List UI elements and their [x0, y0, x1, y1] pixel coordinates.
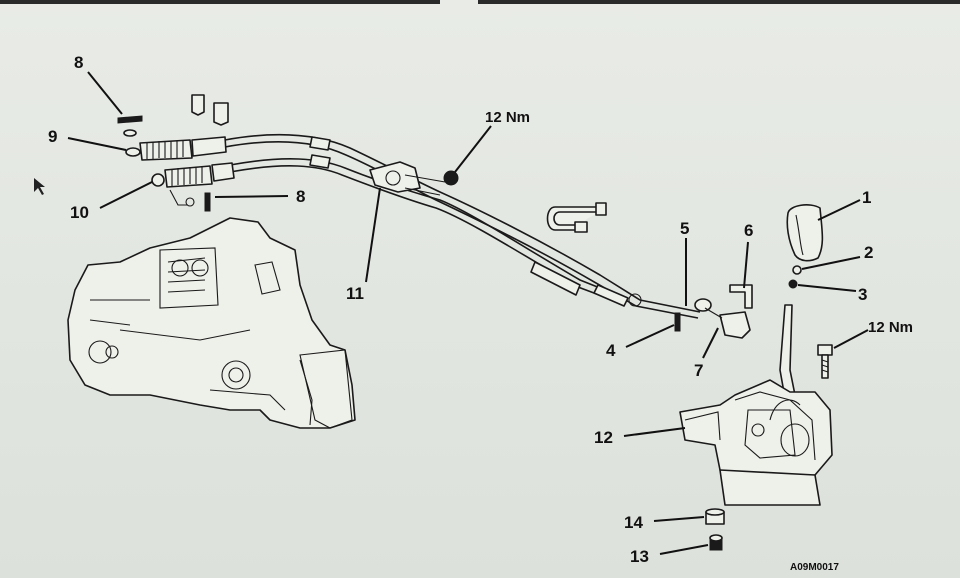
- pin-4: [674, 312, 681, 332]
- label-8-top: 8: [74, 53, 83, 72]
- top-border-right: [478, 0, 960, 4]
- leader-lines: [67, 71, 869, 555]
- bolt-right: [817, 344, 833, 379]
- pin-8-lower: [169, 189, 211, 212]
- shift-lever: [779, 304, 796, 399]
- nut-top: [443, 170, 459, 186]
- label-11: 11: [346, 284, 364, 303]
- label-2: 2: [864, 243, 873, 262]
- cable-end-lower: [151, 162, 235, 188]
- u-clamp: [546, 206, 601, 231]
- figure-code: A09M0017: [790, 562, 839, 573]
- label-14: 14: [624, 513, 643, 532]
- cable-bracket: [369, 161, 446, 196]
- shift-lever-assembly: [679, 379, 833, 506]
- label-13: 13: [630, 547, 649, 566]
- label-4: 4: [606, 341, 616, 360]
- pin-8-upper: [117, 115, 143, 137]
- nut-13: [709, 534, 723, 551]
- label-3: 3: [858, 285, 867, 304]
- cable-joint: [694, 298, 751, 339]
- transaxle-housing: [67, 217, 356, 429]
- washer-2: [792, 265, 802, 275]
- label-12: 12: [594, 428, 613, 447]
- washer-3: [788, 279, 798, 289]
- torque-label-right: 12 Nm: [868, 319, 913, 336]
- label-10: 10: [70, 203, 89, 222]
- top-border-left: [0, 0, 440, 4]
- label-5: 5: [680, 219, 689, 238]
- clips: [191, 94, 229, 126]
- label-9: 9: [48, 127, 57, 146]
- label-8-lower: 8: [296, 187, 305, 206]
- torque-label-top: 12 Nm: [485, 109, 530, 126]
- bushing-14: [705, 508, 725, 525]
- label-7: 7: [694, 361, 703, 380]
- shift-knob: [786, 204, 824, 262]
- cable-end-upper: [125, 136, 227, 161]
- retaining-clip: [729, 284, 753, 309]
- label-6: 6: [744, 221, 753, 240]
- cursor-icon: [34, 178, 45, 195]
- label-1: 1: [862, 188, 871, 207]
